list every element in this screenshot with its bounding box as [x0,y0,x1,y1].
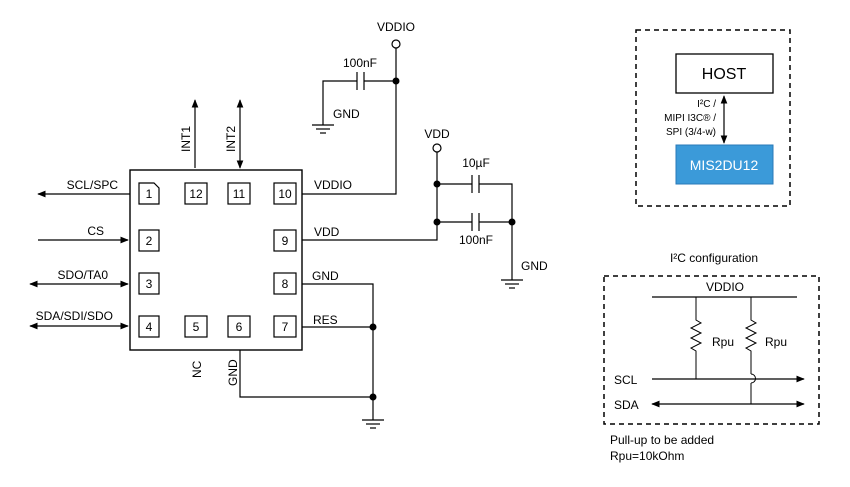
pin-2: 2 [138,229,160,252]
gnd-pin-wire [302,283,374,420]
vddio-pin-wire [302,48,397,195]
pin-8-number: 8 [282,277,289,291]
link-label-line-1: I²C / [697,99,716,110]
pin-7-number: 7 [282,320,289,334]
pin-8: 8 [273,272,297,295]
i2c-sda-label: SDA [614,398,639,412]
device-label: MIS2DU12 [690,157,759,173]
sda-sdi-sdo-label: SDA/SDI/SDO [36,309,113,323]
sdo-ta0-label: SDO/TA0 [58,268,109,282]
pin-2-number: 2 [146,234,153,248]
pin-1-number: 1 [146,187,153,201]
pin-11: 11 [227,182,251,205]
host-block [675,53,774,94]
vddio-pin-label: VDDIO [314,178,352,192]
pin-3: 3 [138,272,160,295]
vddio-cap-label: 100nF [343,56,377,70]
device-block [675,144,774,185]
vdd-cap1-wire-right [479,183,513,280]
i2c-config-title: I²C configuration [670,251,758,265]
pin-4: 4 [138,315,160,338]
int2-label: INT2 [224,126,238,152]
rpu-label-1: Rpu [712,335,734,349]
vddio-rail-label: VDDIO [377,20,415,34]
res-pin-label: RES [313,313,338,327]
gnd-junction [369,393,377,401]
rpu-value-note: Rpu=10kOhm [610,449,684,463]
pin-3-number: 3 [146,277,153,291]
vdd-cap2-label: 100nF [459,233,493,247]
pin-1: 1 [138,182,160,205]
vdd-rail-label: VDD [424,127,450,141]
cs-label: CS [87,224,104,238]
vdd-pin-label: VDD [314,225,340,239]
pin-6-number: 6 [236,320,243,334]
scl-spc-label: SCL/SPC [67,178,119,192]
vdd-cap1-label: 10µF [462,156,490,170]
vdd-terminal [432,143,442,153]
i2c-scl-label: SCL [614,373,638,387]
pin-10-number: 10 [278,187,292,201]
host-system-box [635,29,791,207]
pin-12-number: 12 [189,187,203,201]
int1-label: INT1 [179,126,193,152]
pin-7: 7 [273,315,297,338]
pin-11-number: 11 [233,187,246,201]
pin-12: 12 [184,182,208,205]
nc-label: NC [190,360,204,378]
gnd-bottom-label: GND [226,359,240,386]
ground-icon [312,124,334,134]
pullup-resistor-2 [744,297,758,404]
gnd-bottom-wire [239,350,373,398]
pin-4-number: 4 [146,320,153,334]
vddio-terminal [391,39,401,49]
pin-10: 10 [273,182,297,205]
i2c-config-box [603,275,820,425]
res-junction [369,323,377,331]
i2c-vddio-label: VDDIO [706,280,744,294]
rpu-label-2: Rpu [765,335,787,349]
link-label-line-2: MIPI I3C® / [664,113,716,124]
ground-icon [362,419,384,429]
host-label: HOST [702,66,747,83]
ground-icon [501,279,523,289]
vddio-cap-wire-left [322,80,357,125]
pullup-resistor-1 [689,297,703,379]
vdd-gnd-junction [508,218,516,226]
pin-9: 9 [273,229,297,252]
pin-6: 6 [227,315,251,338]
link-label-line-3: SPI (3/4-w) [666,127,716,138]
pin-5-number: 5 [193,320,200,334]
pin-9-number: 9 [282,234,289,248]
vddio-gnd-label: GND [333,107,360,121]
pullup-note: Pull-up to be added [610,433,714,447]
gnd-pin-label: GND [312,269,339,283]
pin-5: 5 [184,315,208,338]
vdd-gnd-label: GND [521,259,548,273]
